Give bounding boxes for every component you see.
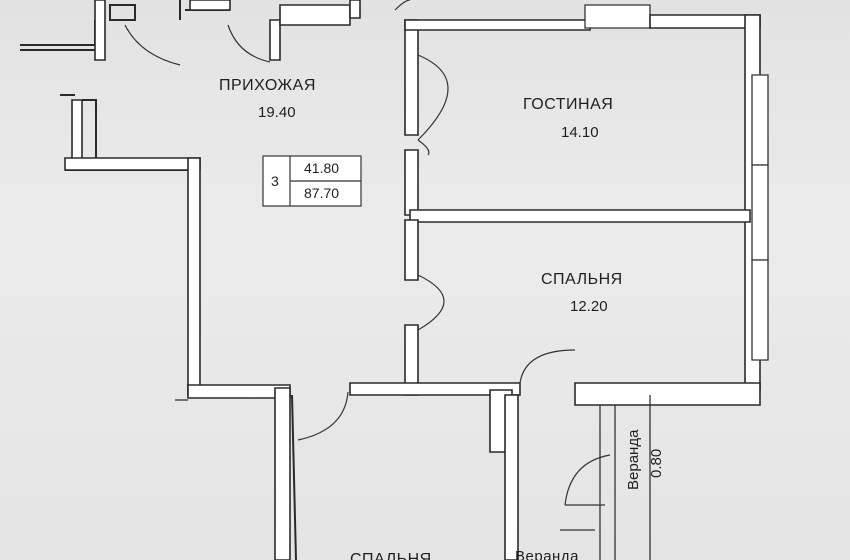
room-area-living: 14.10 bbox=[561, 124, 599, 141]
wall-left-notch bbox=[60, 94, 201, 171]
wall-bedroom1 bbox=[349, 219, 761, 406]
room-name-veranda-bottom: Веранда bbox=[515, 548, 579, 560]
apartment-info-box: 3 41.80 87.70 bbox=[262, 155, 362, 207]
room-name-veranda-right: Веранда bbox=[625, 429, 642, 490]
total-area-value: 87.70 bbox=[304, 185, 340, 201]
room-name-hallway: ПРИХОЖАЯ bbox=[219, 77, 316, 94]
info-box-frame bbox=[262, 155, 362, 207]
room-name-bedroom1: СПАЛЬНЯ bbox=[541, 271, 623, 288]
wall-lower bbox=[274, 387, 651, 560]
room-name-living: ГОСТИНАЯ bbox=[523, 96, 614, 113]
room-area-veranda-right: 0.80 bbox=[648, 448, 665, 478]
living-area-value: 41.80 bbox=[304, 160, 340, 176]
room-name-bedroom2: СПАЛЬНЯ bbox=[350, 551, 432, 560]
wall-top-left bbox=[20, 0, 411, 66]
wall-hallway-left bbox=[175, 157, 291, 401]
room-area-bedroom1: 12.20 bbox=[570, 298, 608, 315]
room-area-hallway: 19.40 bbox=[258, 104, 296, 121]
rooms-count: 3 bbox=[271, 173, 279, 189]
wall-living bbox=[404, 4, 769, 391]
